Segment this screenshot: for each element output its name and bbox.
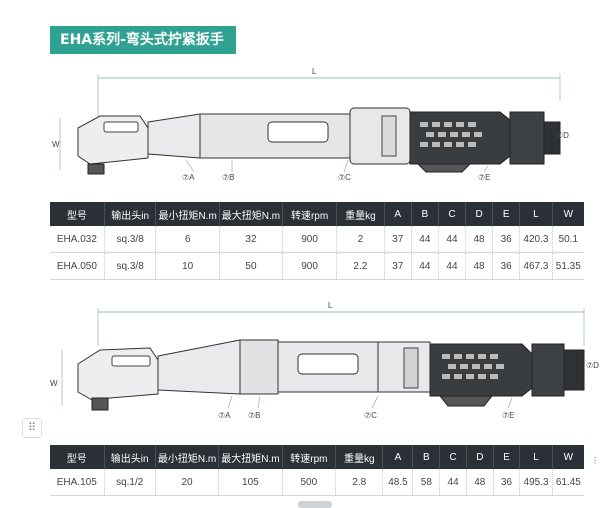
dim-L-2: L — [328, 301, 333, 310]
spec-table-1: 型号 输出头in 最小扭矩N.m 最大扭矩N.m 转速rpm 重量kg A B … — [50, 202, 584, 280]
dim-B-1: ⑦B — [222, 173, 235, 182]
col-C: C — [438, 202, 467, 226]
dim-E-1: ⑦E — [478, 173, 491, 182]
tool-drawing-1: L W ⑦D ⑦A ⑦B ⑦C ⑦E — [52, 67, 569, 182]
col-D: D — [465, 202, 494, 226]
col-A: A — [384, 202, 412, 226]
table-header-row: 型号 输出头in 最小扭矩N.m 最大扭矩N.m 转速rpm 重量kg A B … — [50, 202, 584, 226]
col-speed: 转速rpm — [282, 202, 338, 226]
table-header-row: 型号 输出头in 最小扭矩N.m 最大扭矩N.m 转速rpm 重量kg A B … — [50, 445, 584, 469]
col-max-torque: 最大扭矩N.m — [219, 202, 284, 226]
col-min-torque: 最小扭矩N.m — [155, 202, 220, 226]
col-output: 输出头in — [104, 202, 157, 226]
dim-D-2: ⑦D — [586, 361, 599, 370]
drag-handle-icon[interactable]: ⠿ — [22, 418, 42, 438]
more-icon[interactable]: ⋮ — [591, 456, 599, 465]
dim-D-1: ⑦D — [556, 131, 569, 140]
col-weight: 重量kg — [336, 202, 385, 226]
dim-C-1: ⑦C — [338, 173, 351, 182]
col-B: B — [411, 202, 439, 226]
dim-B-2: ⑦B — [248, 411, 261, 420]
dim-E-2: ⑦E — [502, 411, 515, 420]
col-W: W — [552, 202, 584, 226]
col-L: L — [519, 202, 553, 226]
dim-W-1: W — [52, 140, 60, 149]
col-model: 型号 — [50, 202, 105, 226]
col-E: E — [492, 202, 521, 226]
dim-L-1: L — [312, 67, 317, 76]
scroll-indicator[interactable] — [298, 501, 332, 508]
tool-drawing-2: L W ⑦D ⑦A ⑦B ⑦C ⑦E — [50, 301, 599, 420]
spec-table-2: 型号 输出头in 最小扭矩N.m 最大扭矩N.m 转速rpm 重量kg A B … — [50, 445, 584, 496]
dim-C-2: ⑦C — [364, 411, 377, 420]
dim-A-2: ⑦A — [218, 411, 231, 420]
section-title: EHA系列-弯头式拧紧扳手 — [50, 26, 236, 54]
dim-A-1: ⑦A — [182, 173, 195, 182]
dim-W-2: W — [50, 379, 58, 388]
